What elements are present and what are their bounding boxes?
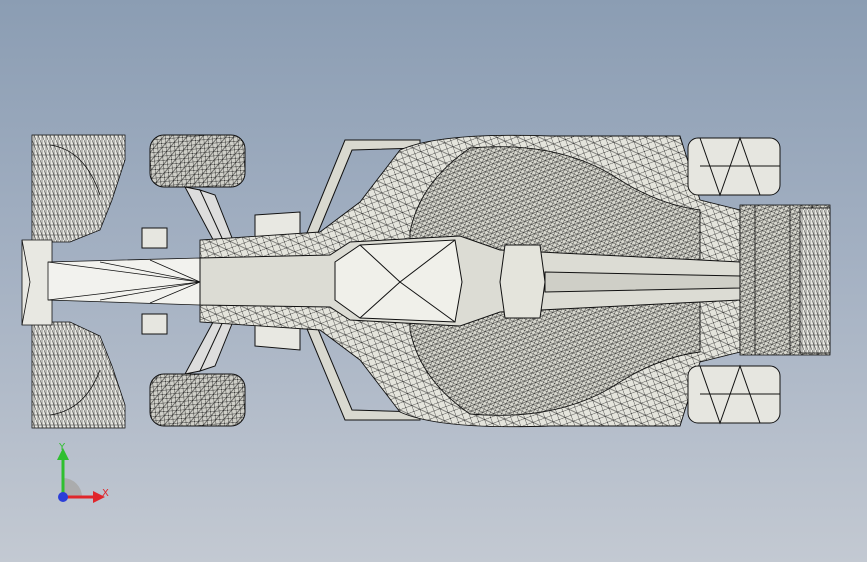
- front-left-tire: [149, 134, 246, 188]
- z-axis-point: [58, 492, 68, 502]
- coordinate-triad: Y X: [57, 442, 109, 503]
- y-axis-label: Y: [58, 442, 66, 453]
- rear-left-tire: [687, 136, 781, 197]
- rear-right-tire: [687, 364, 781, 425]
- rear-wing: [739, 204, 831, 356]
- front-wing: [21, 134, 126, 429]
- engine-cover: [199, 235, 741, 327]
- nose-cone: [47, 257, 202, 306]
- x-axis-label: X: [102, 488, 109, 499]
- front-right-tire: [149, 373, 246, 427]
